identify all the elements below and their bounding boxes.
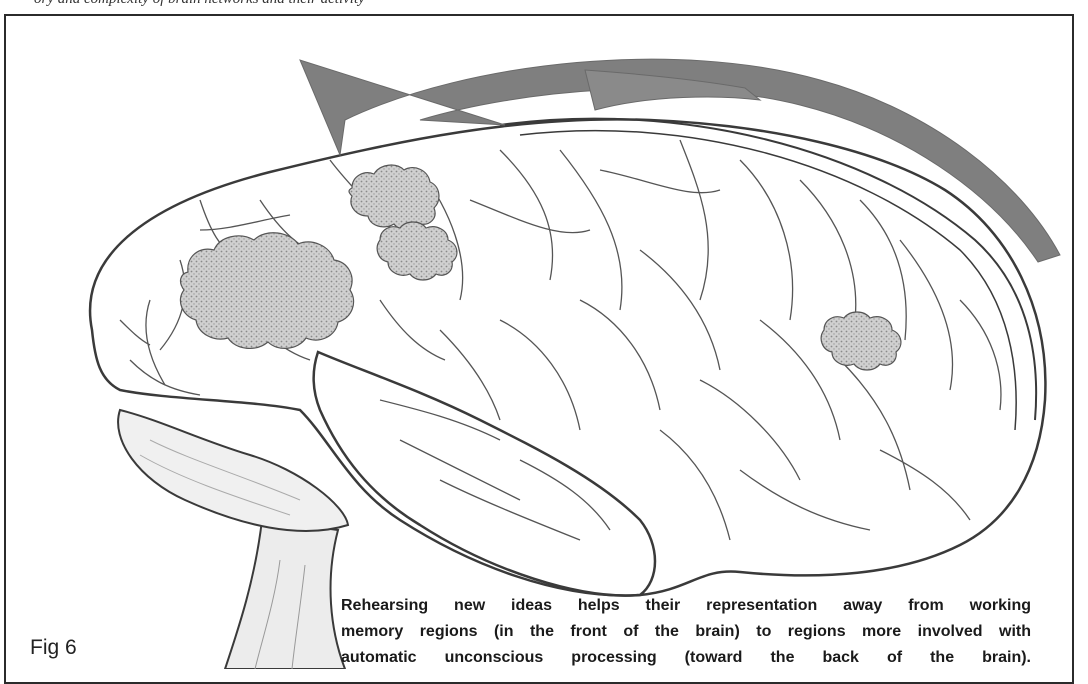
caption-line-2: memory regions (in the front of the brai… bbox=[341, 619, 1031, 645]
blob-frontal-large bbox=[180, 233, 353, 349]
cerebellum bbox=[118, 410, 348, 531]
caption-line-1: Rehearsing new ideas helps their represe… bbox=[341, 593, 1031, 619]
figure-label: Fig 6 bbox=[30, 636, 77, 660]
brain-stem bbox=[225, 520, 345, 669]
brain-illustration bbox=[0, 0, 1088, 669]
caption-line-3: automatic unconscious processing (toward… bbox=[341, 645, 1031, 671]
figure-caption: Rehearsing new ideas helps their represe… bbox=[341, 593, 1031, 671]
